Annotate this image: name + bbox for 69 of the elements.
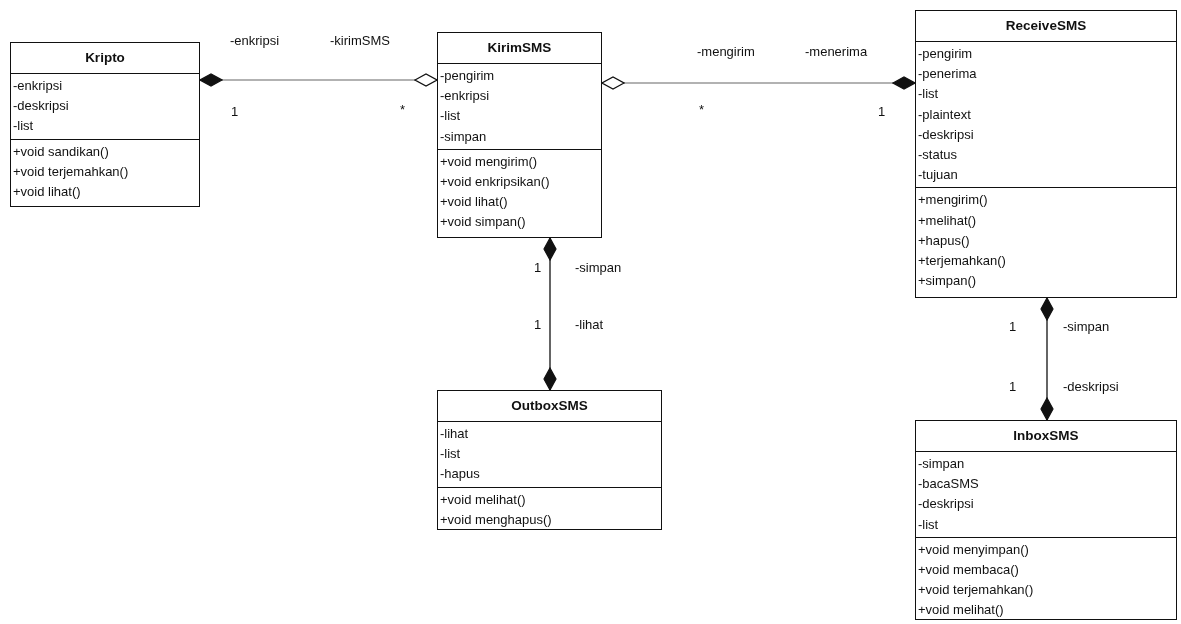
attribute-text: -deskripsi	[13, 97, 70, 116]
method-text: +melihat()	[918, 211, 978, 230]
method-text: +terjemahkan()	[918, 252, 1007, 271]
class-box	[915, 420, 1177, 620]
attribute-text: -simpan	[918, 455, 966, 473]
attribute-text: -hapus	[440, 465, 481, 484]
multiplicity: 1	[878, 104, 886, 120]
composition-line	[199, 73, 438, 87]
attribute-text: -plaintext	[918, 105, 972, 124]
role-name: -kirimSMS	[330, 33, 390, 49]
class-box	[10, 42, 200, 207]
role-name: -deskripsi	[1063, 379, 1119, 395]
multiplicity: 1	[1009, 379, 1017, 395]
role-name: -menerima	[805, 44, 868, 60]
method-text: +void lihat()	[440, 193, 509, 212]
method-text: +void enkripsikan()	[440, 173, 551, 191]
method-text: +void melihat()	[440, 490, 527, 509]
multiplicity: 1	[1009, 319, 1017, 335]
attribute-text: -list	[918, 515, 940, 534]
role-name: -mengirim	[697, 44, 755, 60]
method-text: +void menghapus()	[440, 510, 553, 529]
attribute-text: -simpan	[440, 127, 488, 146]
method-text: +mengirim()	[918, 191, 989, 210]
method-text: +simpan()	[918, 272, 978, 291]
class-name: OutboxSMS	[438, 391, 661, 422]
method-text: +void terjemahkan()	[918, 581, 1035, 600]
attribute-text: -status	[918, 146, 958, 164]
attribute-text: -list	[13, 117, 35, 136]
role-name: -simpan	[1063, 319, 1110, 335]
attribute-text: -list	[440, 107, 462, 126]
method-text: +void terjemahkan()	[13, 162, 130, 181]
composition-line	[543, 237, 557, 391]
attribute-text: -bacaSMS	[918, 475, 980, 494]
role-name: -simpan	[575, 260, 622, 276]
method-text: +void melihat()	[918, 601, 1005, 620]
attribute-text: -deskripsi	[918, 495, 975, 514]
multiplicity: 1	[231, 104, 239, 120]
attribute-text: -list	[918, 85, 940, 104]
attribute-text: -enkripsi	[440, 87, 491, 106]
attribute-text: -deskripsi	[918, 125, 975, 144]
method-text: +void mengirim()	[440, 152, 539, 171]
role-name: -lihat	[575, 317, 604, 333]
class-name: InboxSMS	[916, 421, 1176, 452]
attribute-text: -list	[440, 445, 462, 464]
method-text: +void sandikan()	[13, 142, 110, 161]
class-box	[437, 390, 662, 530]
multiplicity: *	[400, 102, 406, 118]
attribute-text: -enkripsi	[13, 77, 64, 95]
class-box	[915, 10, 1177, 298]
multiplicity: 1	[534, 260, 542, 276]
attribute-text: -penerima	[918, 65, 978, 84]
attribute-text: -lihat	[440, 425, 470, 443]
multiplicity: 1	[534, 317, 542, 333]
attribute-text: -pengirim	[918, 45, 974, 63]
role-name: -enkripsi	[230, 33, 280, 49]
attribute-text: -tujuan	[918, 166, 959, 185]
method-text: +void simpan()	[440, 213, 527, 232]
method-text: +void menyimpan()	[918, 540, 1030, 559]
class-name: KirimSMS	[438, 33, 601, 64]
method-text: +void membaca()	[918, 561, 1020, 579]
composition-line	[1040, 297, 1054, 421]
class-name: ReceiveSMS	[916, 11, 1176, 42]
composition-line	[601, 76, 916, 90]
class-box	[437, 32, 602, 238]
multiplicity: *	[699, 102, 705, 118]
method-text: +hapus()	[918, 231, 971, 250]
class-name: Kripto	[11, 43, 199, 74]
attribute-text: -pengirim	[440, 67, 496, 85]
method-text: +void lihat()	[13, 183, 82, 201]
